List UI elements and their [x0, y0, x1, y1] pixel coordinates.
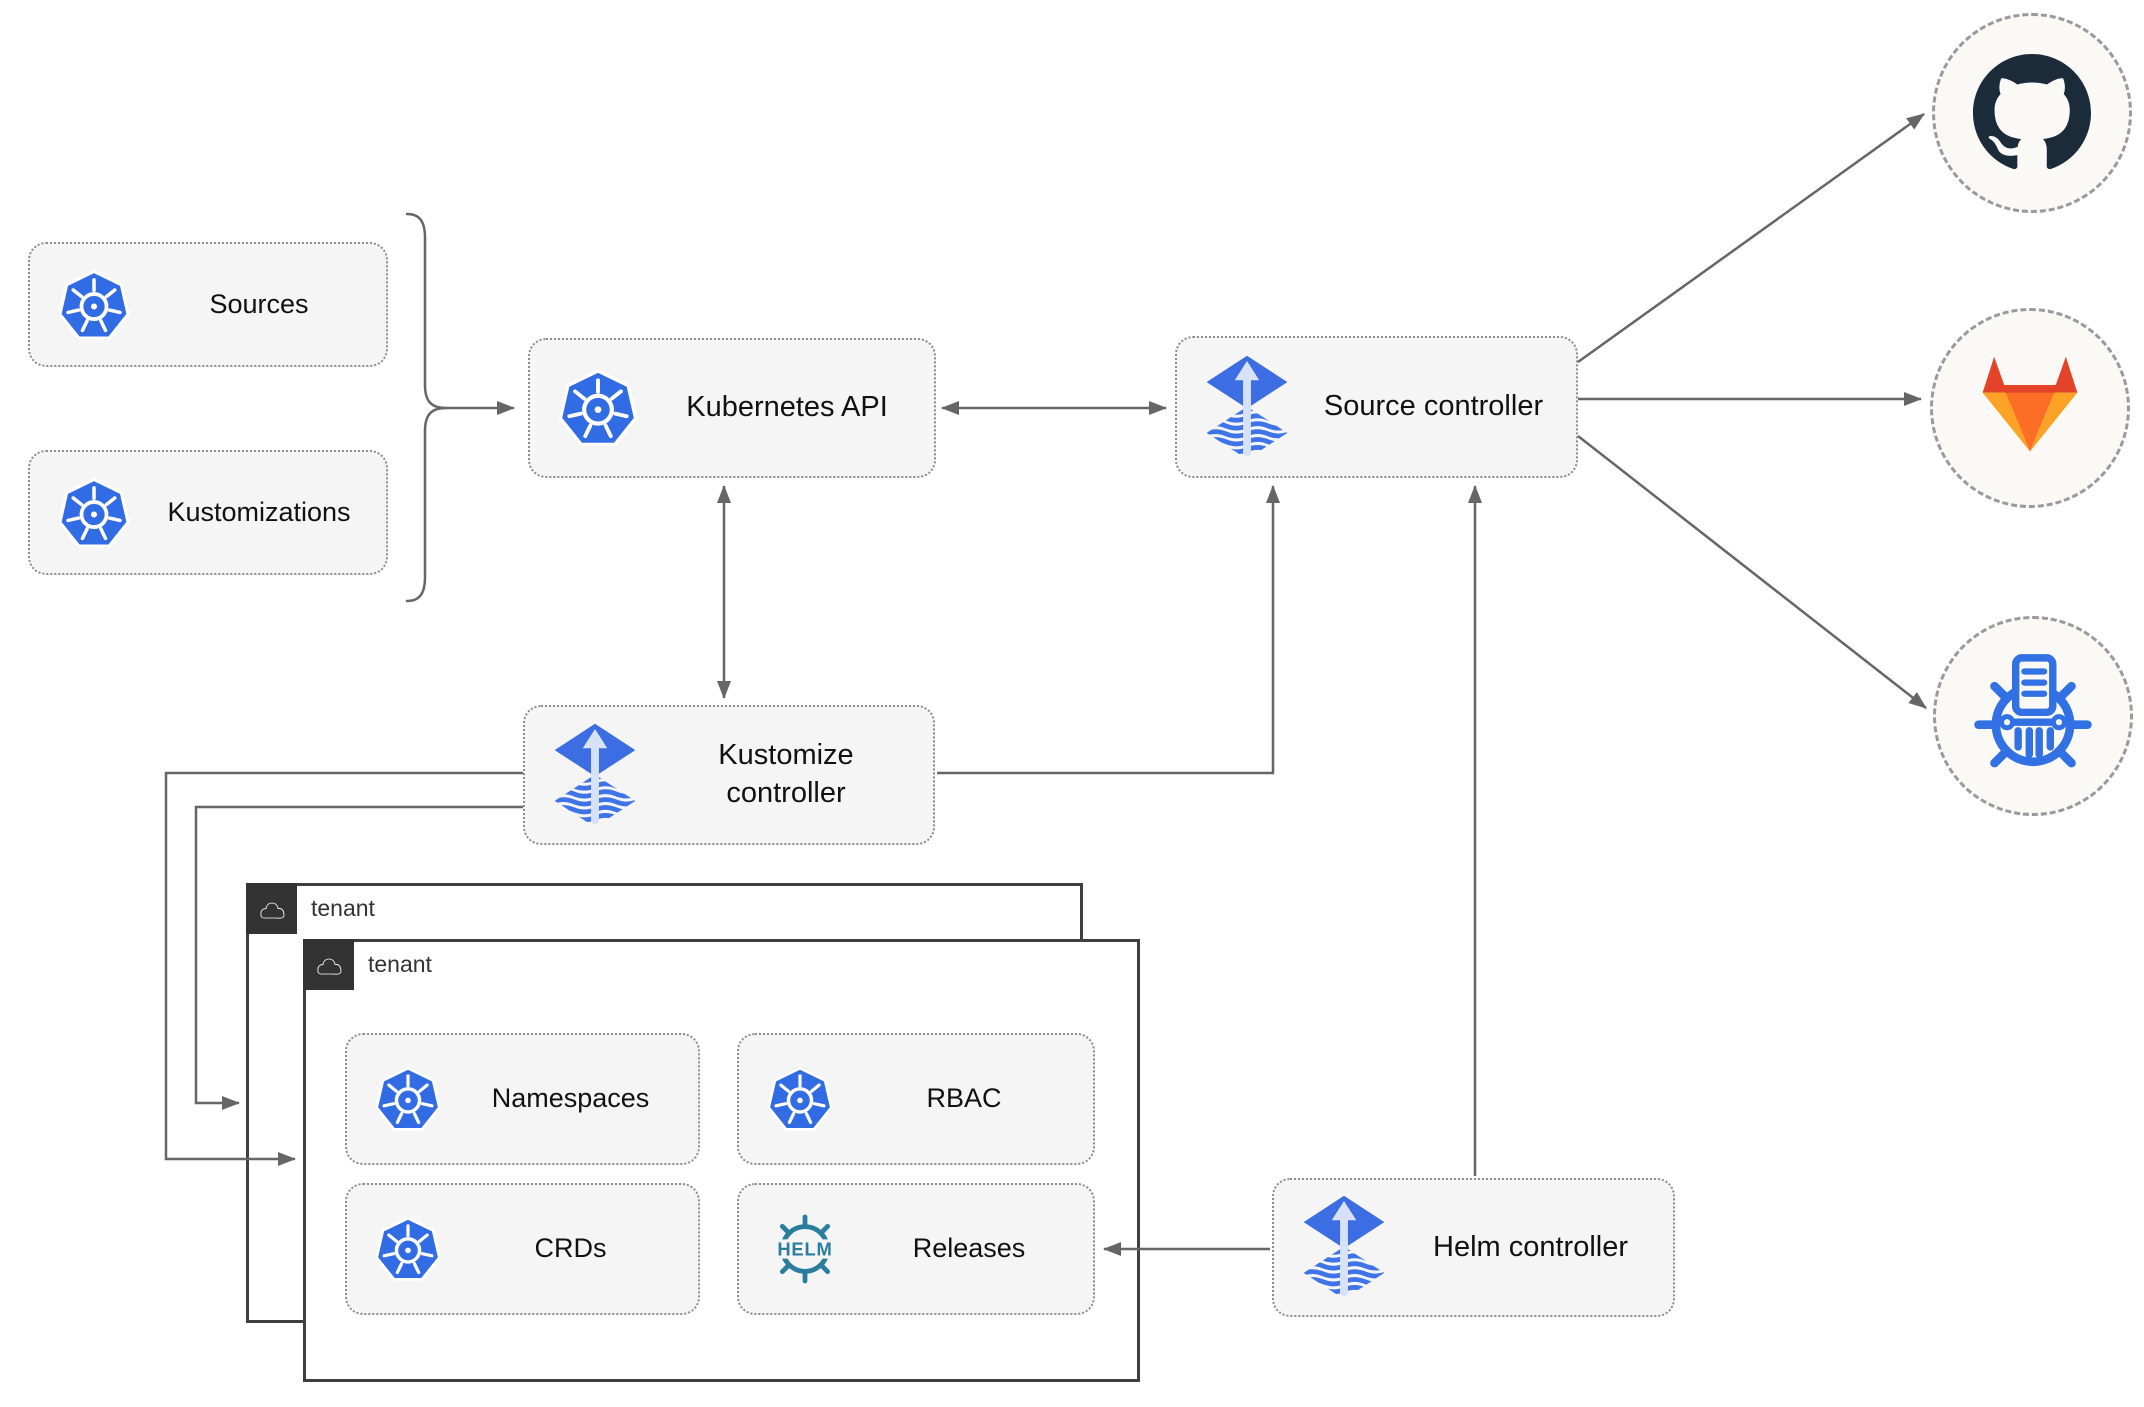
tenant-label: tenant: [311, 895, 375, 921]
edge-kustomize-to-source: [937, 485, 1280, 775]
github-icon: [1973, 54, 2091, 172]
flux-icon: [1203, 354, 1291, 461]
cloud-icon: [254, 896, 290, 922]
helm-icon: HELM: [765, 1209, 845, 1289]
kubernetes-icon: [556, 366, 640, 450]
bracket-sources: [405, 406, 448, 603]
node-kustomizations: Kustomizations: [28, 450, 388, 575]
tenant-label: tenant: [368, 951, 432, 977]
kubernetes-icon: [765, 1064, 835, 1134]
edge-source-to-github: [1577, 112, 1925, 364]
harbor-registry-icon: [1965, 648, 2101, 784]
edge-source-to-registry: [1577, 435, 1927, 709]
node-rbac: RBAC: [737, 1033, 1095, 1165]
remote-github: [1932, 13, 2132, 213]
node-kustomize-controller: Kustomize controller: [523, 705, 935, 845]
cloud-icon: [311, 952, 347, 978]
node-label: Releases: [912, 1233, 1026, 1264]
node-label: Kustomizations: [167, 496, 351, 527]
node-sources: Sources: [28, 242, 388, 367]
remote-gitlab: [1930, 308, 2130, 508]
helm-logo-text: HELM: [777, 1238, 832, 1259]
tenant-tag: [303, 939, 354, 990]
node-label: Kubernetes API: [686, 391, 888, 424]
kubernetes-icon: [56, 475, 132, 551]
node-namespaces: Namespaces: [345, 1033, 700, 1165]
node-label: Sources: [209, 288, 309, 319]
node-kubernetes-api: Kubernetes API: [528, 338, 936, 478]
node-source-controller: Source controller: [1175, 336, 1578, 478]
node-helm-controller: Helm controller: [1272, 1178, 1675, 1317]
node-label: Helm controller: [1433, 1230, 1628, 1263]
node-label: CRDs: [534, 1233, 607, 1264]
kubernetes-icon: [56, 267, 132, 343]
tenant-tag: [246, 883, 297, 934]
remote-container-registry: [1933, 616, 2133, 816]
node-label: Namespaces: [491, 1083, 650, 1114]
flux-icon: [1300, 1194, 1388, 1301]
bracket-sources: [405, 212, 448, 410]
gitlab-icon: [1966, 349, 2094, 467]
node-label: Kustomize controller: [718, 739, 854, 809]
node-crds: CRDs: [345, 1183, 700, 1315]
node-releases: HELM Releases: [737, 1183, 1095, 1315]
kubernetes-icon: [373, 1064, 443, 1134]
node-label: Source controller: [1323, 390, 1544, 423]
flux-icon: [551, 722, 639, 829]
kubernetes-icon: [373, 1214, 443, 1284]
node-label: RBAC: [926, 1083, 1002, 1114]
